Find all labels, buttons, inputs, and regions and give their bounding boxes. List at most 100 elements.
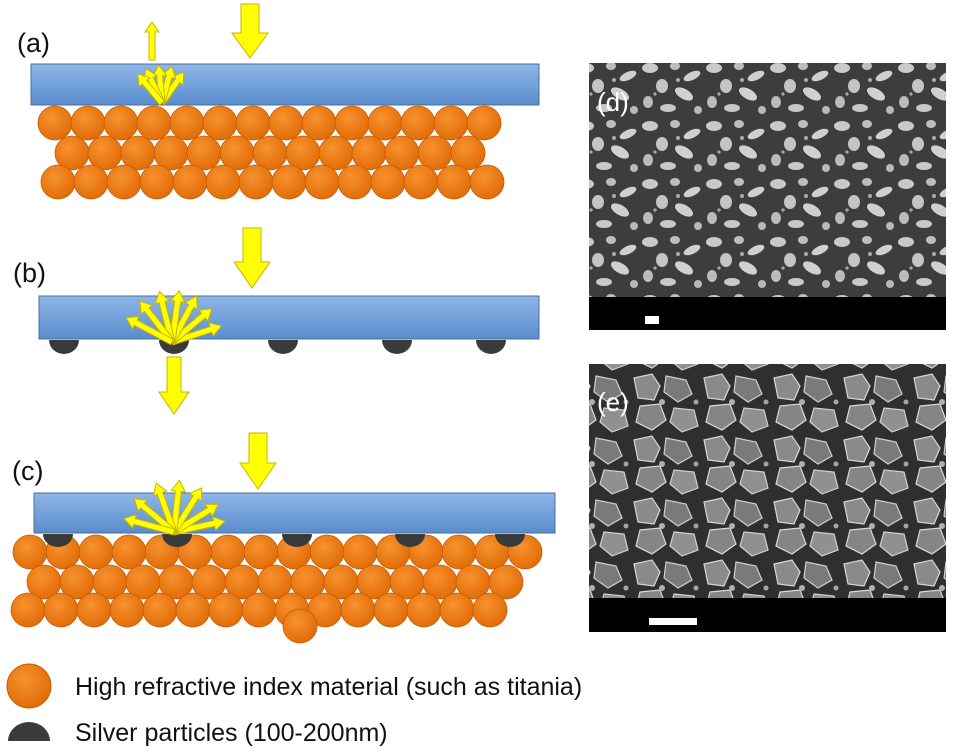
panel-label-c: (c) <box>12 456 43 486</box>
titania-particle <box>40 164 76 200</box>
glass-substrate-a <box>30 63 540 106</box>
titania-particle <box>340 592 376 628</box>
titania-particle <box>268 105 304 141</box>
silver-particle <box>476 340 506 354</box>
titania-legend-icon <box>6 663 52 709</box>
titania-particle <box>109 592 145 628</box>
sem-micrograph-e <box>589 364 946 598</box>
sem-image-e: (e) <box>589 364 946 632</box>
panel-c: (c) <box>10 432 556 644</box>
scattered-light-arrows-b <box>125 289 223 346</box>
titania-particle <box>403 164 439 200</box>
titania-particle <box>70 105 106 141</box>
light-ray-arrow <box>122 513 176 536</box>
scattered-light-arrows-c <box>122 479 226 536</box>
incident-light-arrow-c <box>239 432 277 490</box>
silver-particle <box>49 340 79 354</box>
sem-image-d: (d) <box>589 63 946 330</box>
titania-particle <box>103 105 139 141</box>
glass-substrate-b <box>38 295 540 340</box>
light-ray-arrow <box>125 316 175 346</box>
titania-particles-a <box>37 105 505 200</box>
titania-particle <box>271 164 307 200</box>
titania-particle <box>205 164 241 200</box>
sem-info-bar-e <box>589 598 946 632</box>
titania-particle <box>400 105 436 141</box>
scattered-light-arrows-a <box>137 64 185 106</box>
titania-particle <box>439 592 475 628</box>
titania-particle <box>175 592 211 628</box>
titania-particle <box>367 105 403 141</box>
titania-particle <box>441 534 477 570</box>
titania-particle <box>304 164 340 200</box>
titania-legend-label: High refractive index material (such as … <box>75 673 582 701</box>
titania-particle <box>238 164 274 200</box>
silver-particle <box>495 534 525 547</box>
titania-particle <box>73 164 109 200</box>
silver-particle <box>268 340 298 354</box>
titania-particle <box>436 164 472 200</box>
panel-a: (a) <box>17 3 540 200</box>
incident-light-arrow-b <box>233 227 271 289</box>
silver-particle <box>162 534 192 547</box>
titania-particle <box>370 164 406 200</box>
titania-particle <box>466 105 502 141</box>
titania-particle <box>235 105 271 141</box>
silver-particle <box>159 340 189 354</box>
silver-legend-label: Silver particles (100-200nm) <box>75 719 388 747</box>
titania-particle <box>10 592 46 628</box>
titania-particle <box>43 592 79 628</box>
glass-substrate-c <box>33 492 556 534</box>
titania-particle <box>433 105 469 141</box>
titania-particle <box>337 164 373 200</box>
scale-bar-e <box>649 618 697 625</box>
silver-legend-icon <box>8 722 50 741</box>
incident-light-arrow-a <box>231 3 269 59</box>
titania-particle <box>106 164 142 200</box>
panel-label-a: (a) <box>17 28 50 58</box>
titania-particle <box>241 592 277 628</box>
silver-particles-c <box>43 534 525 547</box>
titania-particle <box>373 592 409 628</box>
panel-b: (b) <box>13 227 540 415</box>
titania-particle <box>469 164 505 200</box>
escaping-light-arrow-a <box>144 21 160 61</box>
panel-label-b: (b) <box>13 258 46 288</box>
titania-particle <box>488 564 524 600</box>
silver-particle <box>382 340 412 354</box>
titania-particle <box>208 592 244 628</box>
silver-particle <box>43 534 73 547</box>
titania-particle <box>172 164 208 200</box>
legend: High refractive index material (such as … <box>6 663 582 747</box>
transmitted-light-arrow-b <box>158 356 190 415</box>
titania-particle <box>37 105 73 141</box>
light-ray-arrow <box>137 73 166 106</box>
titania-particles-c <box>10 534 543 644</box>
titania-particle <box>136 105 172 141</box>
titania-particle <box>472 592 508 628</box>
titania-particle <box>450 135 486 171</box>
titania-particle <box>139 164 175 200</box>
silver-particle <box>395 534 425 547</box>
titania-particle <box>334 105 370 141</box>
panel-label-e: (e) <box>597 387 629 417</box>
titania-particle <box>406 592 442 628</box>
titania-particle <box>202 105 238 141</box>
titania-particle <box>342 534 378 570</box>
panel-label-d: (d) <box>597 87 629 117</box>
silver-particles-b <box>49 340 506 354</box>
titania-particle <box>111 534 147 570</box>
sem-micrograph-d <box>589 63 946 297</box>
sem-info-bar-d <box>589 297 946 330</box>
silver-particle <box>282 534 312 547</box>
titania-particle <box>78 534 114 570</box>
titania-particle <box>301 105 337 141</box>
scale-bar-d <box>645 316 659 324</box>
titania-particle <box>142 592 178 628</box>
titania-particle <box>243 534 279 570</box>
titania-particle <box>76 592 112 628</box>
titania-particle <box>12 534 48 570</box>
titania-particle <box>309 534 345 570</box>
titania-particle <box>210 534 246 570</box>
